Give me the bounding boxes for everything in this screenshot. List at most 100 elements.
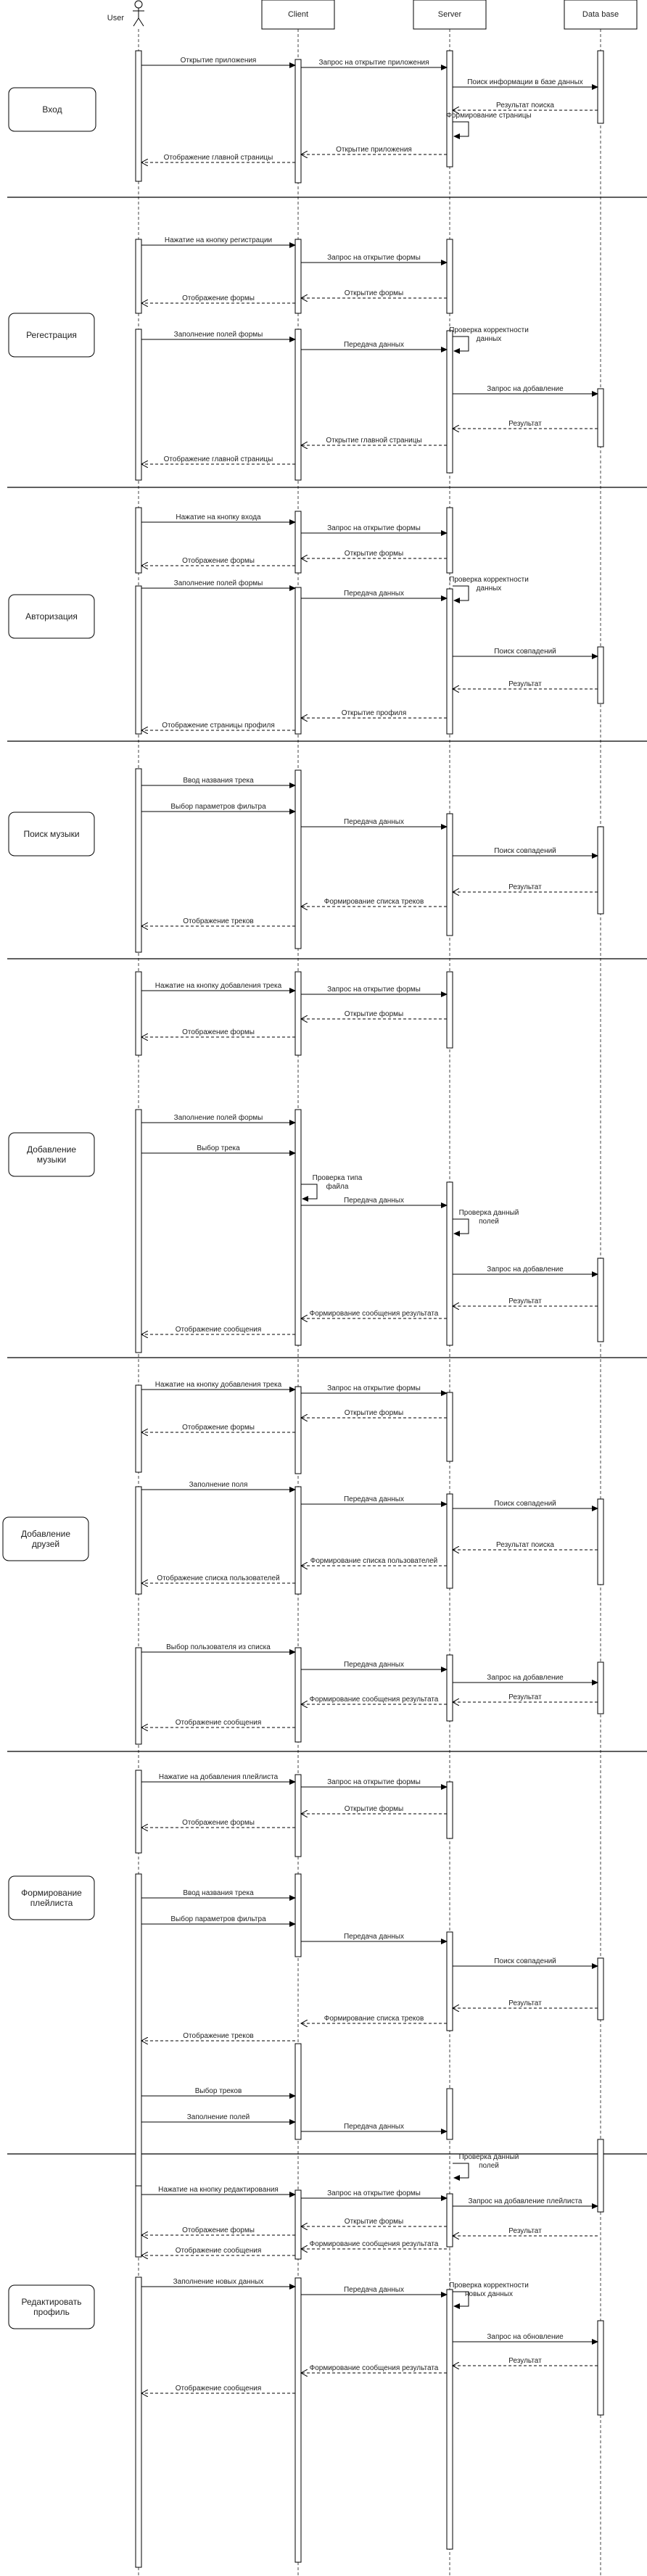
activation-bar-db (597, 388, 604, 447)
message-label: Запрос на добавление (487, 1265, 564, 1273)
activations-layer (135, 50, 604, 2568)
message-label: Результат (508, 420, 542, 428)
message-call: Запрос на открытие формы (301, 253, 448, 265)
activation-bar-server (446, 971, 453, 1049)
activation-bar-client (294, 2277, 302, 2563)
activation-bar-server (446, 2193, 453, 2247)
message-label: Передача данных (344, 341, 404, 349)
message-reply: Отображение формы (141, 1818, 295, 1828)
message-call: Запрос на открытие формы (301, 1778, 448, 1790)
message-label: Передача данных (344, 1933, 404, 1941)
message-reply: Отображение треков (141, 917, 295, 926)
message-label: Поиск информации в базе данных (467, 78, 583, 86)
message-call: Заполнение поля (141, 1481, 296, 1493)
message-label: Поиск совпадений (494, 847, 556, 855)
message-call: Нажатие на кнопку добавления трека (141, 1380, 296, 1392)
message-label: Заполнение новых данных (173, 2278, 264, 2286)
message-reply: Результат (453, 1297, 598, 1306)
activation-bar-db (597, 1498, 604, 1585)
message-label: Открытие главной страницы (326, 437, 421, 445)
message-label: Заполнение полей формы (174, 330, 263, 339)
message-label: Формирование сообщения результата (310, 2239, 439, 2248)
message-label: Отображение формы (182, 1818, 255, 1827)
section-label: Авторизация (25, 611, 78, 622)
message-label: Открытие приложения (336, 146, 412, 154)
message-label: Отображение главной страницы (164, 153, 273, 162)
message-reply: Результат (453, 680, 598, 689)
message-label: Нажатие на кнопку входа (176, 513, 261, 521)
message-reply: Открытие формы (301, 1804, 447, 1814)
self-message-arrow (301, 1184, 318, 1202)
message-label: Ввод названия трека (183, 1889, 254, 1897)
message-label: Запрос на открытие формы (327, 524, 421, 532)
message-label: Запрос на добавление плейлиста (468, 2197, 582, 2205)
section-label-box (8, 1132, 95, 1177)
activation-bar-user (135, 971, 142, 1056)
message-label: Отображение сообщения (176, 1718, 262, 1727)
activation-bar-user (135, 507, 142, 574)
self-message-arrow (453, 2163, 469, 2181)
activation-bar-server (446, 588, 453, 735)
message-label: Формирование сообщения результата (310, 1695, 439, 1704)
message-label: Поиск совпадений (494, 648, 556, 656)
message-reply: Отображение страницы профиля (141, 721, 295, 730)
activation-bar-client (294, 587, 302, 735)
message-reply: Результат (453, 2357, 598, 2366)
message-call: Ввод названия трека (141, 777, 296, 788)
message-reply: Формирование сообщения результата (301, 1695, 447, 1704)
activation-bar-user (135, 239, 142, 314)
activation-bar-server (446, 2088, 453, 2140)
message-reply: Формирование сообщения результата (301, 2239, 447, 2249)
message-reply: Отображение формы (141, 1423, 295, 1432)
message-reply: Отображение сообщения (141, 1325, 295, 1334)
messages-layer: Открытие приложения Запрос на открытие пр… (141, 57, 598, 2393)
self-message-arrow (453, 2291, 469, 2309)
self-message-arrow (453, 121, 469, 139)
message-label: Заполнение полей формы (174, 1113, 263, 1122)
message-reply: Формирование сообщения результата (301, 2364, 447, 2373)
message-call: Поиск совпадений (453, 648, 598, 659)
message-call: Запрос на открытие приложения (301, 59, 448, 70)
message-label: Открытие формы (345, 289, 403, 297)
message-label: Выбор параметров фильтра (170, 1915, 266, 1923)
message-label: Запрос на добавление (487, 1673, 564, 1682)
activation-bar-user (135, 1384, 142, 1473)
message-call: Передача данных (301, 1495, 448, 1507)
message-label: Результат (508, 1693, 542, 1701)
message-label: Передача данных (344, 1661, 404, 1669)
section-label-box (8, 1875, 95, 1920)
message-reply: Результат (453, 420, 598, 429)
activation-bar-db (597, 50, 604, 124)
activation-bar-client (294, 769, 302, 949)
message-label: Запрос на открытие формы (327, 253, 421, 262)
activation-bar-db (597, 1258, 604, 1342)
message-call: Запрос на открытие формы (301, 524, 448, 536)
message-reply: Формирование списка треков (301, 898, 447, 907)
activation-bar-client (294, 2189, 302, 2260)
message-label: Передача данных (344, 818, 404, 826)
activation-bar-user (135, 50, 142, 182)
message-label: Запрос на открытие формы (327, 1778, 421, 1786)
message-call: Запрос на добавление (453, 384, 598, 397)
activation-bar-user (135, 2185, 142, 2258)
message-label: Отображение формы (182, 1028, 255, 1036)
message-call: Выбор трека (141, 1144, 296, 1156)
activation-bar-server (446, 1392, 453, 1462)
activation-bar-user (135, 768, 142, 953)
message-label: Отображение треков (183, 2031, 253, 2040)
activation-bar-user (135, 1647, 142, 1745)
activation-bar-client (294, 1109, 302, 1346)
message-reply: Результат поиска (453, 102, 598, 110)
message-call: Передача данных (301, 1661, 448, 1672)
message-reply: Открытие формы (301, 289, 447, 298)
message-call: Заполнение полей (141, 2113, 296, 2125)
